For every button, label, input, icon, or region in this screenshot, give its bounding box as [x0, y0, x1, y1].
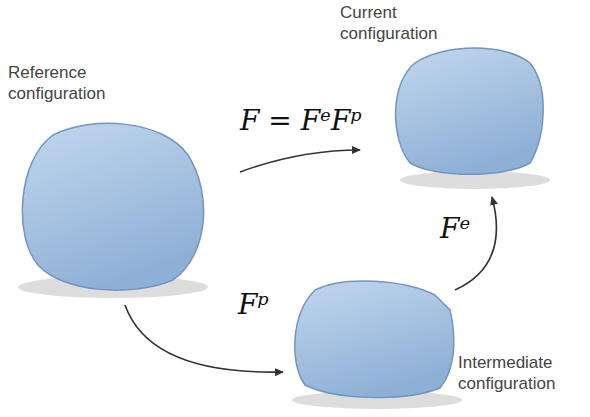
mapping-arrow — [240, 150, 360, 172]
deformation-gradient-label: F = FᵉFᵖ — [240, 104, 362, 138]
configuration-body: Intermediate configuration — [280, 270, 585, 417]
blob-shape — [385, 38, 550, 193]
body-outline — [396, 48, 544, 174]
blob-shape — [285, 270, 460, 410]
configuration-body: Reference configuration — [8, 60, 218, 305]
configuration-body: Current configuration — [335, 2, 555, 195]
deformation-gradient-label: Fᵖ — [238, 288, 269, 322]
deformation-gradient-label: Fᵉ — [440, 212, 470, 246]
body-outline — [22, 123, 203, 290]
body-outline — [295, 281, 454, 398]
configuration-label: Reference configuration — [8, 62, 128, 104]
blob-shape — [13, 115, 213, 300]
configuration-label: Current configuration — [340, 2, 460, 44]
configuration-label: Intermediate configuration — [458, 352, 578, 394]
